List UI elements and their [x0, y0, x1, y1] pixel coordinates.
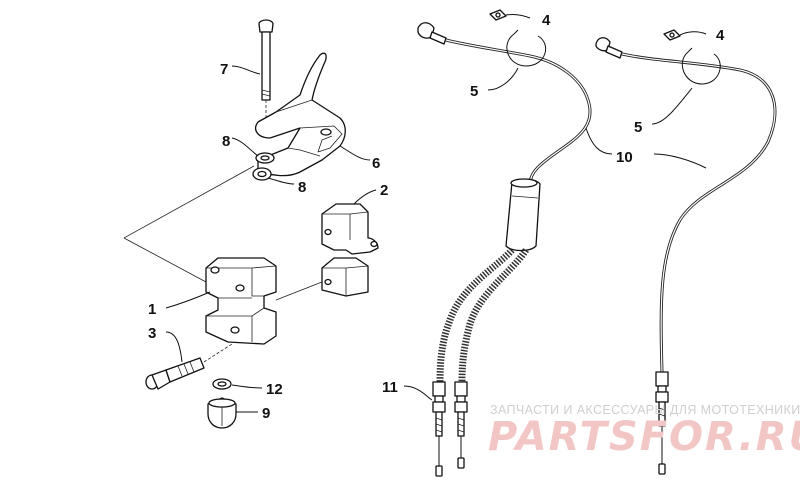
callout-12: 12 — [266, 381, 283, 398]
watermark-brand: PARTSFOR.RU — [488, 414, 800, 460]
part-washer-8-top — [255, 152, 275, 164]
part-retainer-5-left — [506, 29, 547, 67]
part-washer-12 — [212, 378, 232, 390]
part-throttle-cable-right — [595, 37, 777, 475]
callout-7: 7 — [220, 61, 228, 78]
callout-10: 10 — [616, 149, 633, 166]
callout-5-right: 5 — [634, 119, 642, 136]
callout-11: 11 — [382, 379, 398, 396]
watermark-tagline: ЗАПЧАСТИ И АКСЕССУАРЫ ДЛЯ МОТОТЕХНИКИ — [490, 403, 800, 417]
part-clamp-2 — [321, 203, 379, 297]
callout-4-left: 4 — [542, 12, 551, 29]
callout-8-bottom: 8 — [298, 179, 306, 196]
callout-9: 9 — [262, 405, 270, 422]
part-throttle-cable-left — [417, 22, 592, 477]
part-retainer-5-right — [681, 47, 721, 85]
callout-3: 3 — [148, 325, 156, 342]
part-lever-bracket-6 — [255, 52, 346, 177]
part-clamp-block-1 — [205, 257, 277, 345]
callout-6: 6 — [372, 155, 380, 172]
callout-2: 2 — [380, 182, 388, 199]
part-nut-9 — [207, 397, 237, 429]
part-bolt-7 — [258, 19, 274, 101]
part-washer-8-bottom — [252, 167, 272, 181]
part-clip-4-right — [663, 29, 681, 41]
part-bolt-3 — [145, 357, 205, 390]
callout-5-left: 5 — [470, 83, 478, 100]
callout-1: 1 — [148, 301, 156, 318]
part-clip-4-left — [489, 9, 507, 21]
callout-4-right: 4 — [716, 27, 725, 44]
callout-8-top: 8 — [222, 133, 230, 150]
